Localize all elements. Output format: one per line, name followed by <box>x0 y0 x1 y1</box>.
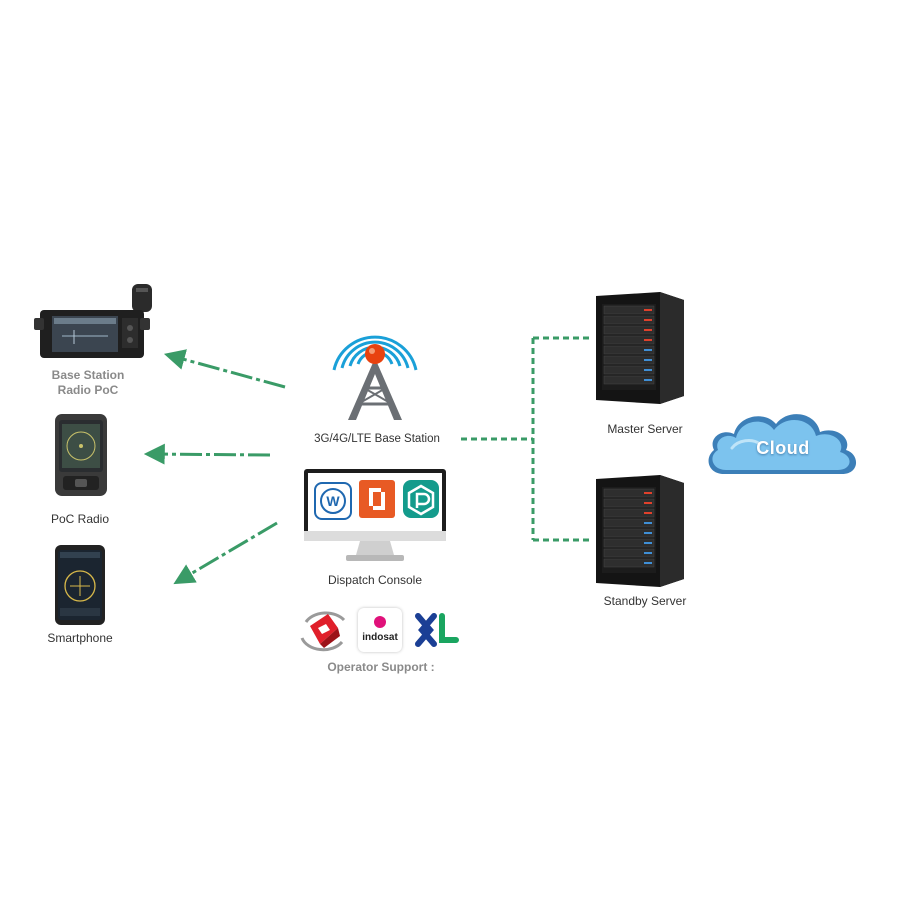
base-station-radio-label-line1: Base Station <box>51 368 125 382</box>
smartphone-icon <box>55 545 105 625</box>
cloud-icon <box>708 414 857 474</box>
base-station-label: 3G/4G/LTE Base Station <box>314 433 440 445</box>
poc-radio-label: PoC Radio <box>50 512 110 526</box>
telkomsel-icon <box>300 611 346 652</box>
arrow-to-base-station-radio <box>163 349 286 389</box>
svg-text:W: W <box>326 493 340 509</box>
teal-logo-glyph <box>407 484 435 516</box>
indosat-text: indosat <box>362 632 398 643</box>
cloud-label: Cloud <box>756 438 810 458</box>
w-logo-glyph: W <box>320 488 346 514</box>
server-rack-icon <box>596 475 684 587</box>
base-station-radio-label: Base Station Radio PoC <box>36 368 140 398</box>
operator-support-label: Operator Support : <box>327 660 435 674</box>
arrow-to-smartphone <box>173 521 278 585</box>
dispatch-console-monitor: W <box>302 467 448 565</box>
dispatch-app-orange-icon <box>359 480 395 518</box>
smartphone-device <box>54 544 106 626</box>
xl-logo <box>414 610 460 650</box>
arrow-to-poc-radio <box>143 443 271 465</box>
dispatch-app-w-icon: W <box>314 482 352 520</box>
dispatch-console-label: Dispatch Console <box>327 573 423 587</box>
dispatch-app-teal-icon <box>403 480 439 518</box>
master-server-label: Master Server <box>607 422 683 436</box>
telkomsel-logo <box>298 608 348 652</box>
operator-logos: indosat <box>296 606 464 656</box>
xl-icon <box>415 613 459 647</box>
cloud: Cloud <box>702 404 864 478</box>
poc-radio-device <box>53 412 109 498</box>
base-station-radio-label-line2: Radio PoC <box>57 383 119 397</box>
poc-radio-icon <box>55 414 107 496</box>
antenna-tower-icon <box>332 335 418 420</box>
smartphone-label: Smartphone <box>47 631 113 645</box>
server-rack-icon <box>596 292 684 404</box>
master-server <box>594 290 686 406</box>
indosat-logo: indosat <box>358 608 402 652</box>
standby-server <box>594 473 686 589</box>
standby-server-label: Standby Server <box>603 594 687 608</box>
base-station-tower <box>330 318 420 422</box>
orange-logo-glyph <box>369 488 385 510</box>
indosat-dot-icon <box>374 616 386 628</box>
link-base-station-to-servers <box>461 336 592 542</box>
mobile-radio-icon <box>34 284 152 358</box>
base-station-radio-device <box>34 278 152 364</box>
